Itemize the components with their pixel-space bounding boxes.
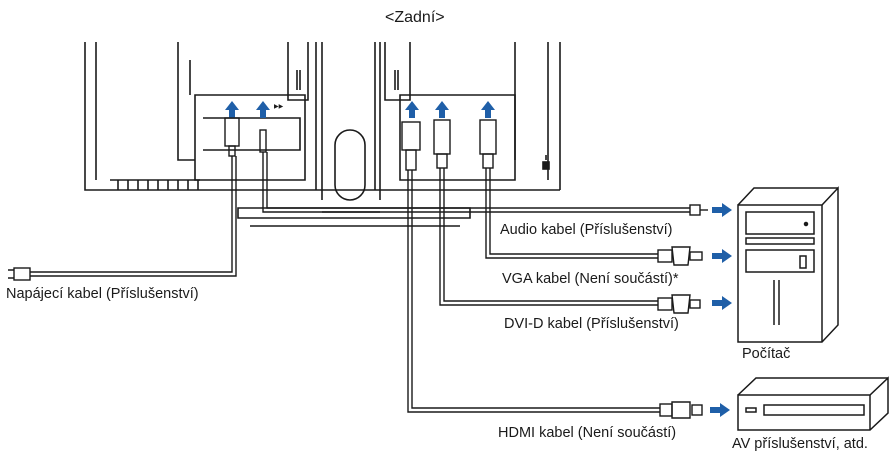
monitor-rear bbox=[84, 42, 561, 227]
diagram-title: <Zadní> bbox=[385, 9, 445, 26]
vga-cable-label: VGA kabel (Není součástí)* bbox=[502, 271, 679, 287]
power-cable-label: Napájecí kabel (Příslušenství) bbox=[6, 286, 199, 302]
computer-icon bbox=[737, 186, 839, 343]
av-device-label: AV příslušenství, atd. bbox=[732, 436, 868, 452]
dvi-cable-label: DVI-D kabel (Příslušenství) bbox=[504, 316, 679, 332]
av-device-icon bbox=[737, 376, 889, 431]
computer-label: Počítač bbox=[742, 346, 791, 362]
hdmi-cable-label: HDMI kabel (Není součástí) bbox=[498, 425, 677, 441]
svg-text:▶▶: ▶▶ bbox=[274, 103, 284, 110]
audio-cable-label: Audio kabel (Příslušenství) bbox=[500, 222, 673, 238]
